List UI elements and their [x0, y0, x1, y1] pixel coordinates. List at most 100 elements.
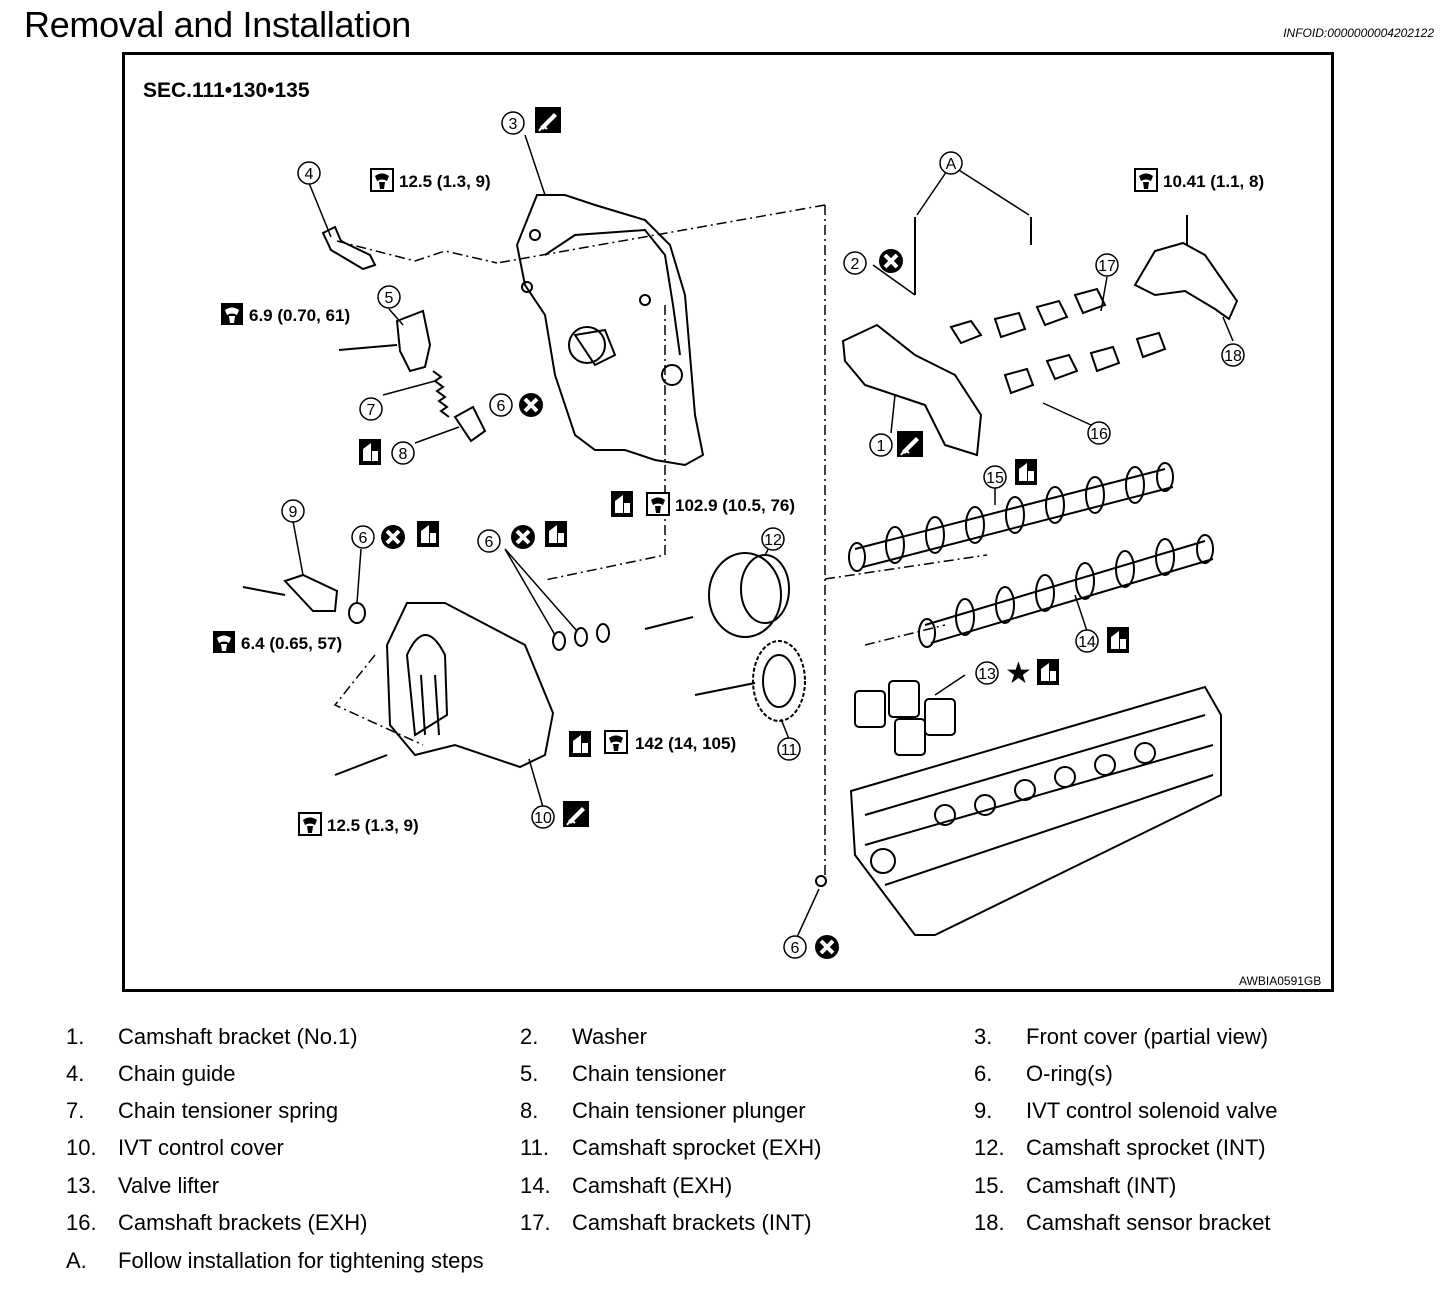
legend-item: 8.Chain tensioner plunger: [520, 1098, 806, 1123]
torque-spec-3: 10.41 (1.1, 8): [1134, 168, 1264, 192]
torque-spec-6: 142 (14, 105): [604, 730, 736, 754]
torque-spec-1: 12.5 (1.3, 9): [370, 168, 491, 192]
oil-icon: [359, 439, 381, 465]
callout-4: 4: [297, 161, 321, 185]
svg-text:8: 8: [399, 446, 408, 463]
sealant-icon: [896, 430, 924, 458]
guide-lines: [333, 204, 988, 875]
camshaft-int-part: [854, 468, 1174, 568]
chain-tensioner-part: [395, 309, 432, 373]
oil-icon: [1037, 659, 1059, 685]
torque-spec-7: 12.5 (1.3, 9): [298, 812, 419, 836]
sealant-icon: [534, 106, 562, 134]
ivt-solenoid-part: [283, 573, 339, 612]
callout-6d: 6: [783, 935, 807, 959]
oil-icon: [545, 521, 567, 547]
diagram-canvas: SEC.111•130•135 AWBIA0591GB: [143, 79, 1321, 988]
camshaft-exh-part: [924, 540, 1214, 644]
callout-12: 12: [761, 527, 785, 551]
camshaft-bracket-no1-part: [841, 323, 983, 457]
legend-item: 7.Chain tensioner spring: [66, 1098, 339, 1123]
legend-item: 5.Chain tensioner: [520, 1061, 727, 1086]
legend-item: 18.Camshaft sensor bracket: [974, 1210, 1271, 1235]
svg-text:3: 3: [509, 116, 518, 133]
do-not-reuse-icon: [877, 247, 905, 275]
legend-item: 9.IVT control solenoid valve: [974, 1098, 1278, 1123]
svg-text:4: 4: [305, 166, 314, 183]
svg-text:10.41 (1.1, 8): 10.41 (1.1, 8): [1163, 172, 1264, 191]
svg-text:A: A: [946, 156, 957, 173]
chain-guide-part: [321, 225, 377, 271]
torque-specs: 12.5 (1.3, 9) 6.9 (0.70, 61) 10.41 (1.1,…: [213, 168, 1264, 836]
svg-text:11: 11: [781, 742, 798, 759]
tensioner-plunger-part: [453, 405, 487, 443]
camshaft-sensor-bracket-part: [1133, 241, 1239, 321]
torque-spec-4: 102.9 (10.5, 76): [646, 492, 795, 516]
svg-text:12: 12: [764, 532, 782, 549]
legend-item: 14.Camshaft (EXH): [520, 1173, 733, 1198]
exploded-diagram: SEC.111•130•135 AWBIA0591GB: [122, 52, 1334, 992]
svg-text:10: 10: [534, 810, 552, 827]
svg-text:13: 13: [978, 666, 996, 683]
legend-item: 3.Front cover (partial view): [974, 1024, 1269, 1049]
svg-text:6.4 (0.65, 57): 6.4 (0.65, 57): [241, 634, 342, 653]
callout-A: A: [939, 151, 963, 175]
svg-text:17: 17: [1098, 258, 1116, 275]
svg-text:5: 5: [385, 290, 394, 307]
star-icon: ★: [1005, 657, 1032, 690]
legend-item: 15.Camshaft (INT): [974, 1173, 1177, 1198]
torque-spec-2: 6.9 (0.70, 61): [221, 303, 350, 325]
do-not-reuse-icon: [813, 933, 841, 961]
svg-text:18: 18: [1224, 348, 1242, 365]
callout-2: 2: [843, 251, 867, 275]
callout-8: 8: [391, 441, 415, 465]
figure-code: AWBIA0591GB: [1239, 974, 1321, 988]
callout-17: 17: [1095, 253, 1119, 277]
symbol-icons: ★: [359, 106, 1129, 961]
svg-text:14: 14: [1078, 634, 1096, 651]
oil-icon: [611, 491, 633, 517]
torque-spec-5: 6.4 (0.65, 57): [213, 631, 342, 653]
info-id: INFOID:0000000004202122: [1283, 26, 1434, 40]
legend-item: 11.Camshaft sprocket (EXH): [520, 1135, 822, 1160]
do-not-reuse-icon: [509, 523, 537, 551]
svg-text:7: 7: [367, 402, 376, 419]
legend-item: 12.Camshaft sprocket (INT): [974, 1135, 1266, 1160]
sprocket-int-part: [708, 552, 782, 638]
legend-item: 4.Chain guide: [66, 1061, 236, 1086]
callout-6b: 6: [351, 525, 375, 549]
svg-text:12.5 (1.3, 9): 12.5 (1.3, 9): [399, 172, 491, 191]
front-cover-part: [515, 194, 705, 467]
legend-item: 17.Camshaft brackets (INT): [520, 1210, 812, 1235]
callout-1: 1: [869, 433, 893, 457]
callout-18: 18: [1221, 343, 1245, 367]
callout-16: 16: [1087, 421, 1111, 445]
legend-item: 16.Camshaft brackets (EXH): [66, 1210, 368, 1235]
oil-icon: [417, 521, 439, 547]
tensioner-spring-part: [432, 370, 450, 418]
do-not-reuse-icon: [517, 391, 545, 419]
do-not-reuse-icon: [379, 523, 407, 551]
sprocket-exh-part: [752, 640, 806, 722]
sealant-icon: [562, 800, 590, 828]
svg-text:6: 6: [497, 398, 506, 415]
legend-item: 2.Washer: [520, 1024, 647, 1049]
svg-text:1: 1: [877, 438, 886, 455]
legend-item: 10.IVT control cover: [66, 1135, 284, 1160]
svg-text:9: 9: [289, 504, 298, 521]
svg-text:6: 6: [359, 530, 368, 547]
ivt-cover-part: [385, 602, 555, 769]
legend-item: 13.Valve lifter: [66, 1173, 220, 1198]
callout-9: 9: [281, 499, 305, 523]
svg-text:102.9 (10.5, 76): 102.9 (10.5, 76): [675, 496, 795, 515]
valve-lifters-part: [854, 680, 956, 756]
legend-item: 6.O-ring(s): [974, 1061, 1113, 1086]
callout-3: 3: [501, 111, 525, 135]
callout-6a: 6: [489, 393, 513, 417]
leader-lines: [292, 134, 1234, 938]
callout-7: 7: [359, 397, 383, 421]
page-title: Removal and Installation: [24, 4, 412, 45]
svg-text:142 (14, 105): 142 (14, 105): [635, 734, 736, 753]
svg-text:15: 15: [986, 470, 1004, 487]
parts-drawing: [242, 194, 1239, 936]
